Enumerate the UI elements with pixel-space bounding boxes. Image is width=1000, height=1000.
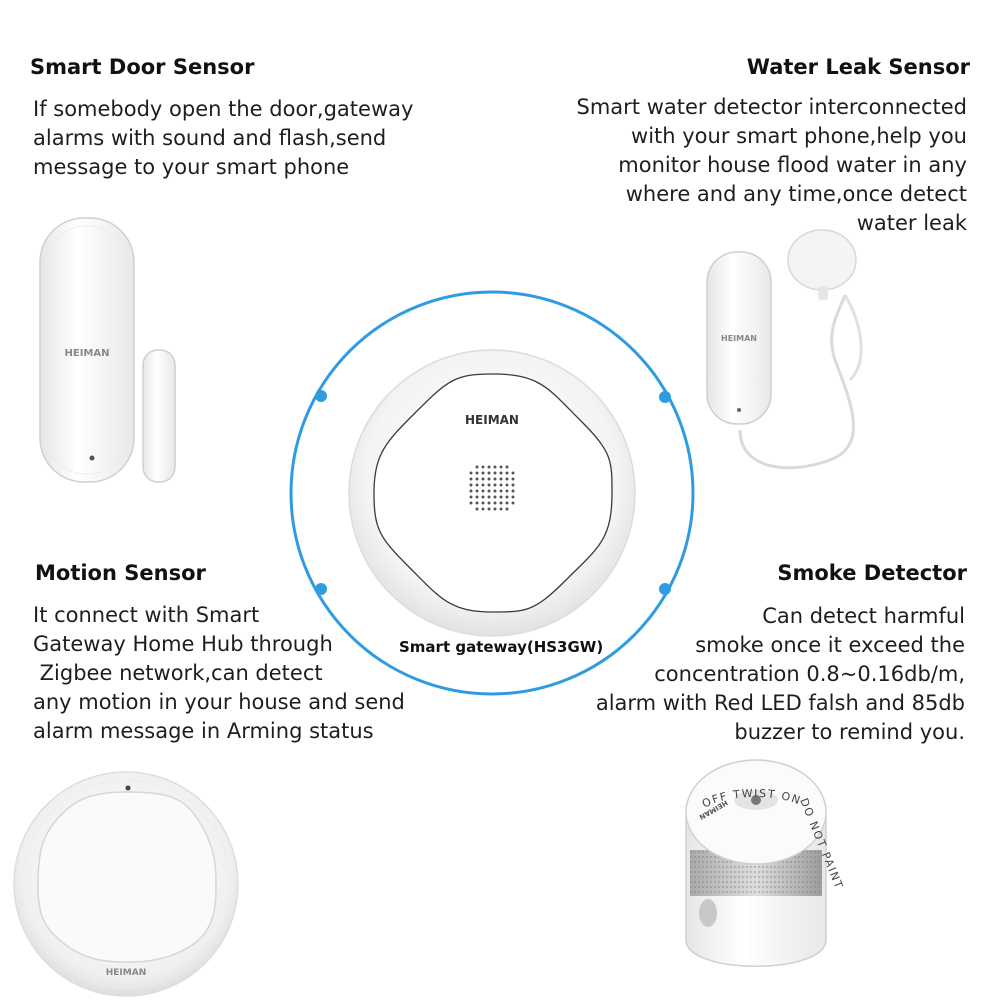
description-line: alarm with Red LED falsh and 85db — [595, 691, 965, 715]
description-line: Gateway Home Hub through — [33, 632, 333, 656]
smoke-detector-description: Can detect harmful smoke once it exceed … — [596, 602, 965, 747]
connector-dot — [659, 391, 671, 403]
speaker-grille-icon — [469, 465, 515, 511]
connector-dot — [315, 390, 327, 402]
water-brand-logo: HEIMAN — [721, 334, 757, 343]
description-line: any motion in your house and send — [33, 690, 405, 714]
connector-dot — [659, 583, 671, 595]
door-sensor-title: Smart Door Sensor — [30, 55, 255, 79]
motion-sensor-description: It connect with Smart Gateway Home Hub t… — [33, 601, 405, 746]
description-line: concentration 0.8~0.16db/m, — [654, 662, 965, 686]
smart-gateway-device: HEIMAN — [348, 349, 636, 637]
description-line: water leak — [856, 211, 967, 235]
description-line: If somebody open the door,gateway — [33, 97, 414, 121]
motion-sensor-device: HEIMAN — [13, 771, 239, 997]
description-line: Zigbee network,can detect — [33, 661, 323, 685]
smoke-detector-title: Smoke Detector — [777, 561, 967, 585]
description-line: with your smart phone,help you — [631, 124, 967, 148]
connector-dot — [315, 583, 327, 595]
description-line: smoke once it exceed the — [695, 633, 965, 657]
description-line: alarm message in Arming status — [33, 719, 374, 743]
description-line: Smart water detector interconnected — [576, 95, 967, 119]
description-line: Can detect harmful — [762, 604, 965, 628]
description-line: where and any time,once detect — [625, 182, 967, 206]
description-line: monitor house flood water in any — [618, 153, 967, 177]
motion-brand-logo: HEIMAN — [106, 968, 146, 978]
water-leak-sensor-device: HEIMAN — [706, 229, 863, 470]
door-brand-logo: HEIMAN — [65, 348, 110, 359]
gateway-label: Smart gateway(HS3GW) — [399, 638, 604, 656]
description-line: message to your smart phone — [33, 155, 350, 179]
water-leak-title: Water Leak Sensor — [746, 55, 970, 79]
connection-ring — [289, 290, 695, 696]
door-sensor-description: If somebody open the door,gateway alarms… — [33, 95, 413, 182]
smoke-detector-device: OFF TWIST ON DO NOT PAINT HEIMAN — [685, 759, 846, 967]
gateway-brand-logo: HEIMAN — [465, 413, 519, 427]
door-sensor-device: HEIMAN — [39, 217, 176, 483]
description-line: alarms with sound and flash,send — [33, 126, 387, 150]
description-line: buzzer to remind you. — [734, 720, 965, 744]
water-leak-description: Smart water detector interconnected with… — [577, 93, 967, 238]
motion-sensor-title: Motion Sensor — [35, 561, 206, 585]
description-line: It connect with Smart — [33, 603, 260, 627]
